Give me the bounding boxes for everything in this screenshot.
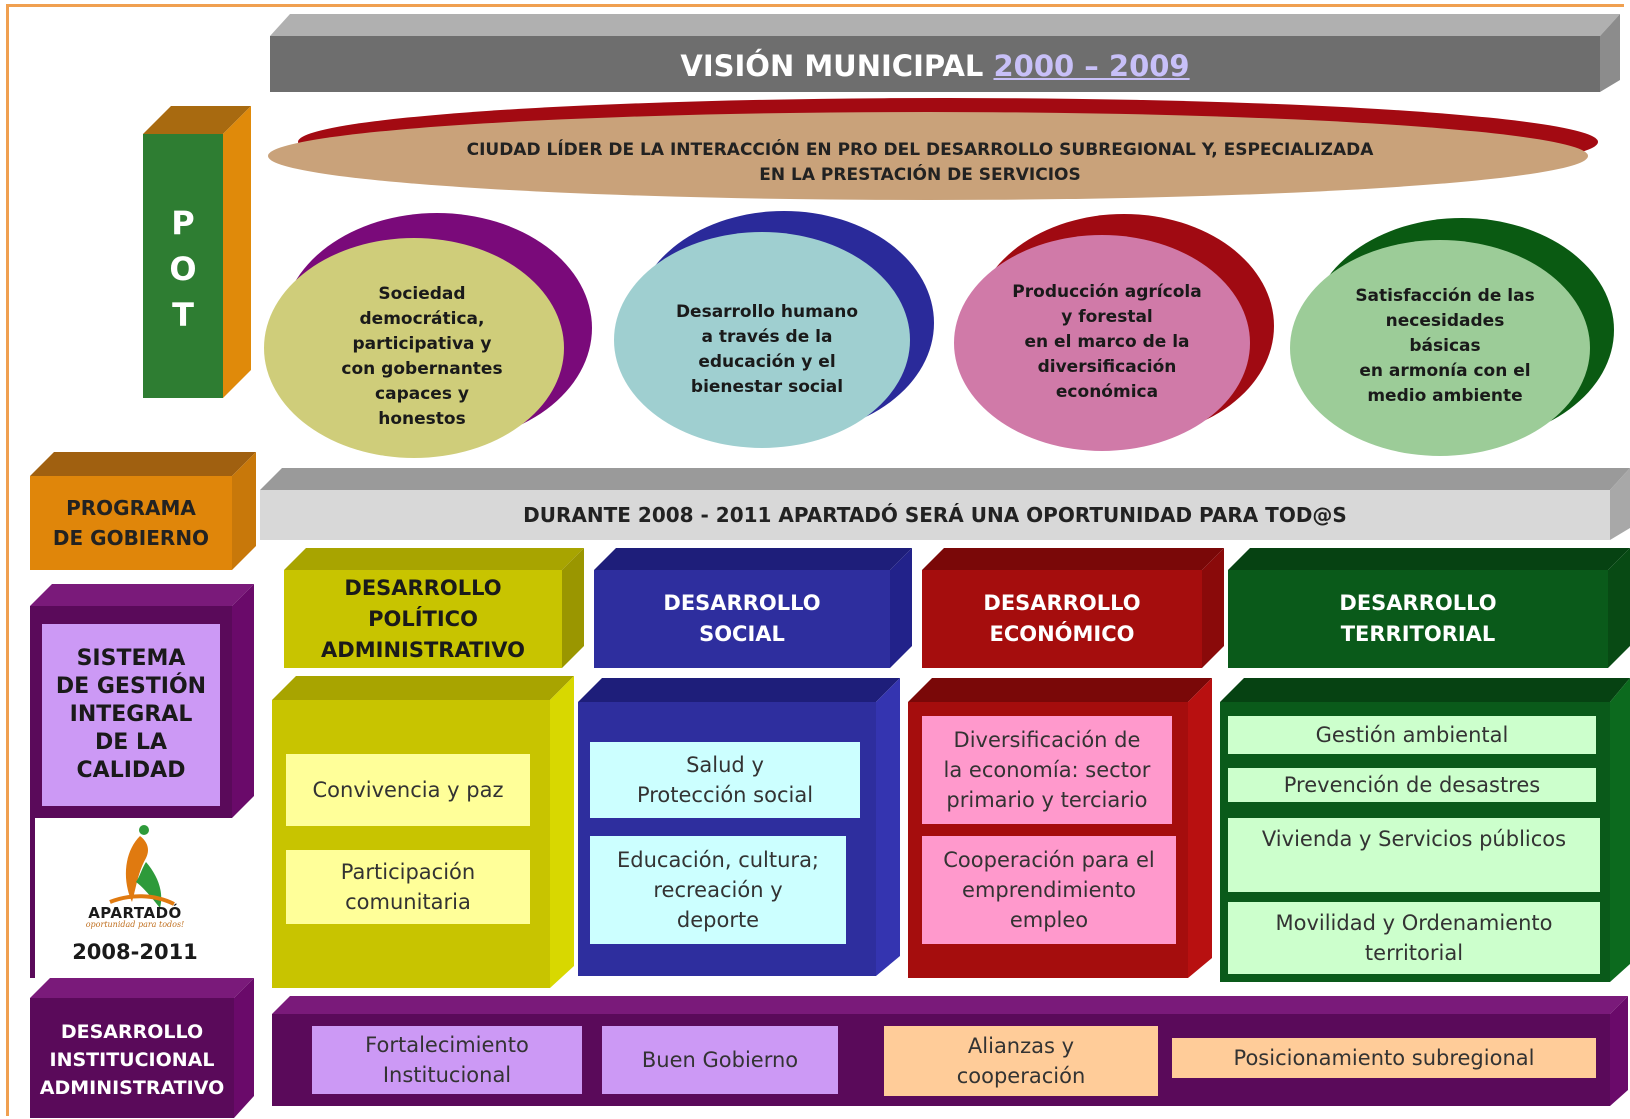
pillar-2-text: Desarrollo humano a través de la educaci… (675, 302, 859, 397)
logo-slogan: oportunidad para todos! (85, 920, 185, 929)
dimension-4-title: DESARROLLO TERRITORIAL (1339, 591, 1497, 646)
apartado-logo-icon (109, 825, 175, 908)
dimension-1-header-box (284, 548, 584, 668)
institucional-label-box (30, 978, 254, 1118)
programa-statement-bar (260, 468, 1630, 540)
dimension-4-item-4: Movilidad y Ordenamiento territorial (1228, 902, 1600, 974)
title-years: 2000 – 2009 (993, 49, 1190, 83)
sistema-box (30, 584, 254, 818)
pillar-4-text: Satisfacción de las necesidades básicas … (1355, 286, 1535, 406)
dimension-4-item-3: Vivienda y Servicios públicos (1228, 818, 1600, 892)
dimension-4-item-2: Prevención de desastres (1228, 768, 1596, 802)
institucional-label: DESARROLLO INSTITUCIONAL ADMINISTRATIVO (39, 1021, 225, 1099)
pillar-3-text: Producción agrícola y forestal en el mar… (1012, 282, 1202, 402)
page-title: VISIÓN MUNICIPAL 2000 – 2009 (270, 38, 1600, 94)
programa-statement: DURANTE 2008 - 2011 APARTADÓ SERÁ UNA OP… (523, 503, 1347, 527)
pot-letter-p: P (171, 204, 195, 242)
diagram-frame (6, 4, 1624, 1116)
dimension-1-item-1: Convivencia y paz (286, 754, 530, 826)
title-bar (270, 14, 1620, 92)
dimension-3-header-box (922, 548, 1224, 668)
sistema-label: SISTEMA DE GESTIÓN INTEGRAL DE LA CALIDA… (55, 646, 207, 783)
vision-ellipse (268, 98, 1598, 200)
dimension-3-item-2: Cooperación para el emprendimiento emple… (922, 836, 1176, 944)
dimension-2-item-2: Educación, cultura; recreación y deporte (590, 836, 846, 944)
dimension-2-header-box (594, 548, 912, 668)
programa-gobierno-label: PROGRAMA DE GOBIERNO (52, 496, 210, 550)
vision-statement: CIUDAD LÍDER DE LA INTERACCIÓN EN PRO DE… (466, 140, 1374, 185)
dimension-1-title: DESARROLLO POLÍTICO ADMINISTRATIVO (321, 575, 525, 662)
dimension-2-item-1: Salud y Protección social (590, 742, 860, 818)
pillar-1-text: Sociedad democrática, participativa y co… (341, 284, 503, 429)
institucional-item-3: Alianzas y cooperación (884, 1026, 1158, 1096)
programa-gobierno-box (30, 452, 256, 570)
dimension-3-title: DESARROLLO ECONÓMICO (983, 591, 1141, 646)
pot-letter-t: T (172, 296, 194, 334)
dimension-3-item-1: Diversificación de la economía: sector p… (922, 716, 1172, 824)
pillar-circles (264, 211, 1614, 458)
dimension-4-header-box (1228, 548, 1630, 668)
pot-box (143, 106, 251, 398)
pot-letter-o: O (169, 250, 197, 288)
logo-text: APARTADÓ (88, 904, 182, 922)
dimension-1-item-2: Participación comunitaria (286, 850, 530, 924)
logo-years: 2008-2011 (72, 940, 198, 964)
dimension-1-body-box (272, 676, 574, 988)
dimension-2-title: DESARROLLO SOCIAL (663, 591, 821, 646)
pot-letters: P O T (143, 200, 223, 338)
institucional-item-1: Fortalecimiento Institucional (312, 1026, 582, 1094)
institucional-item-4: Posicionamiento subregional (1172, 1038, 1596, 1078)
dimension-4-item-1: Gestión ambiental (1228, 716, 1596, 754)
title-prefix: VISIÓN MUNICIPAL (680, 49, 994, 83)
institucional-item-2: Buen Gobierno (602, 1026, 838, 1094)
